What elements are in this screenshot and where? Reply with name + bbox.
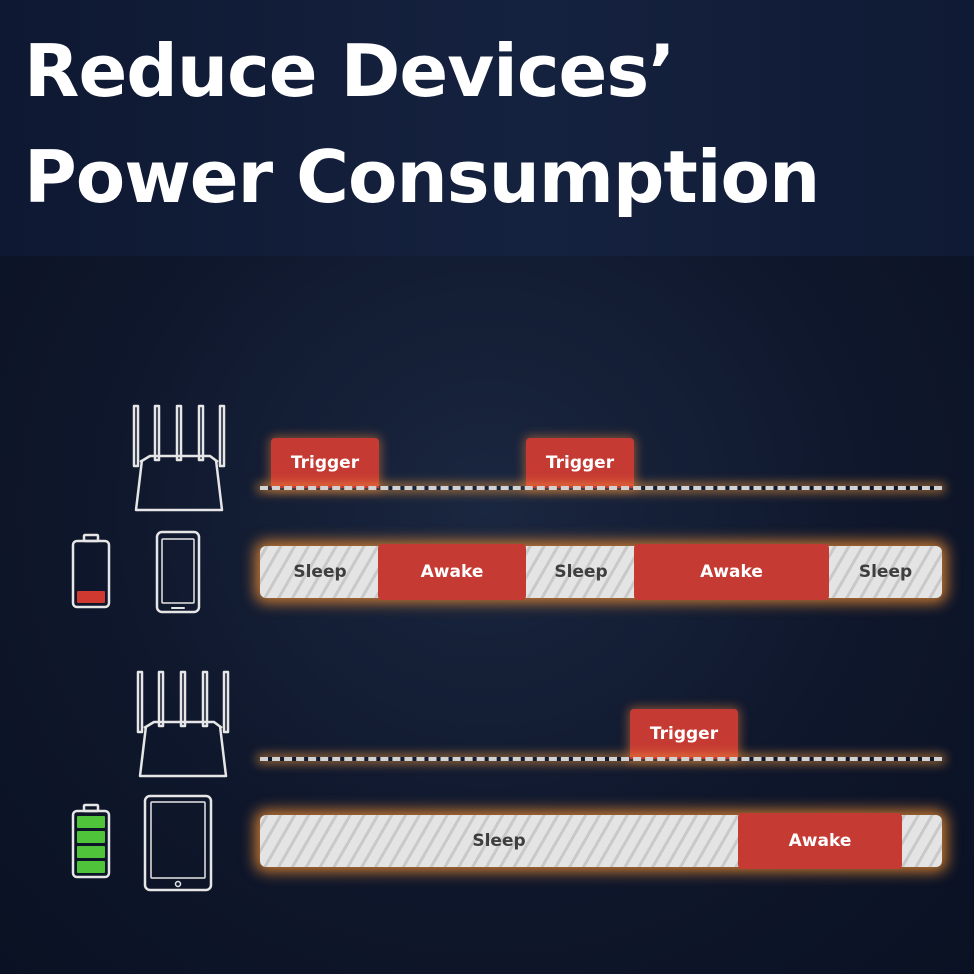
- sleep-segment: Sleep: [554, 562, 608, 582]
- awake-segment: Awake: [738, 813, 902, 869]
- battery-low-icon: [70, 533, 112, 611]
- device-timeline: Sleep Awake: [260, 813, 942, 869]
- sleep-segment: Sleep: [858, 562, 913, 582]
- awake-segment: Awake: [378, 544, 526, 600]
- trigger-block: Trigger: [271, 438, 379, 488]
- battery-full-icon: [70, 803, 112, 881]
- wifi-router-icon: [128, 404, 228, 514]
- trigger-block: Trigger: [630, 709, 738, 759]
- trigger-block: Trigger: [526, 438, 634, 488]
- header-background: [0, 0, 974, 256]
- device-timeline: Sleep Awake Sleep Awake Sleep: [260, 544, 942, 600]
- wifi-router-icon: [132, 670, 232, 780]
- signal-timeline: [260, 486, 942, 490]
- smartphone-icon: [155, 530, 201, 614]
- page-title: Reduce Devices’ Power Consumption: [24, 18, 820, 230]
- title-line-1: Reduce Devices’: [24, 29, 676, 113]
- signal-timeline: [260, 757, 942, 761]
- sleep-segment: Sleep: [472, 831, 526, 851]
- tablet-icon: [143, 794, 213, 892]
- sleep-segment: Sleep: [293, 562, 347, 582]
- title-line-2: Power Consumption: [24, 135, 820, 219]
- awake-segment: Awake: [634, 544, 829, 600]
